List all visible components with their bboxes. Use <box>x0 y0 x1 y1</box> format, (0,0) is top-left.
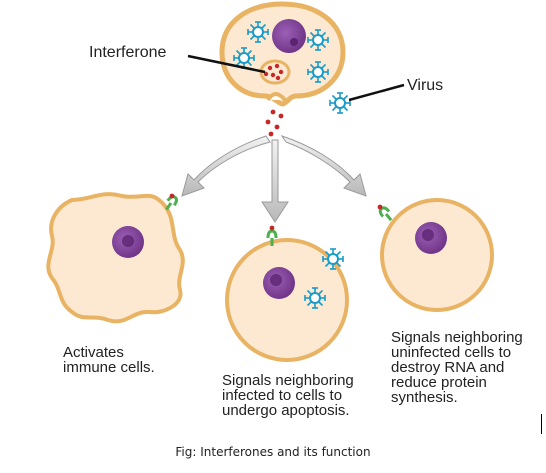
immune-cell-nucleus <box>112 226 144 258</box>
infected-neighbor-cell <box>225 225 349 362</box>
interferon-vesicle <box>259 59 291 85</box>
virus-icon <box>322 248 344 270</box>
interferon-dot <box>377 204 383 210</box>
figure-caption: Fig: Interferones and its function <box>175 445 371 459</box>
interferon-dot <box>269 225 275 231</box>
interferone-label: Interferone <box>89 44 167 61</box>
virus-icon <box>307 61 329 83</box>
left-cell-caption: Activates immune cells. <box>63 344 155 376</box>
virus-label: Virus <box>407 77 444 94</box>
right-cell-caption: Signals neighboring uninfected cells to … <box>391 329 523 406</box>
virus-icon <box>307 29 329 51</box>
arrow-right <box>280 135 367 197</box>
virus-icon <box>304 287 326 309</box>
immune-cell <box>46 192 185 324</box>
infected-neighbor-nucleus <box>263 267 295 299</box>
arrow-middle <box>261 139 289 223</box>
infected-cell <box>219 1 346 107</box>
interferon-dot <box>169 193 175 199</box>
text-cursor <box>541 414 542 434</box>
virus-icon <box>329 92 351 114</box>
uninfected-neighbor-nucleus <box>415 222 447 254</box>
interferone-pointer <box>187 54 266 74</box>
arrow-left <box>181 135 271 197</box>
infected-cell-nucleus <box>272 19 306 53</box>
secreted-interferons <box>265 109 284 137</box>
virus-icon <box>247 21 269 43</box>
uninfected-neighbor-cell <box>376 198 494 312</box>
middle-cell-caption: Signals neighboring infected to cells to… <box>222 372 354 419</box>
virus-pointer <box>348 83 405 102</box>
